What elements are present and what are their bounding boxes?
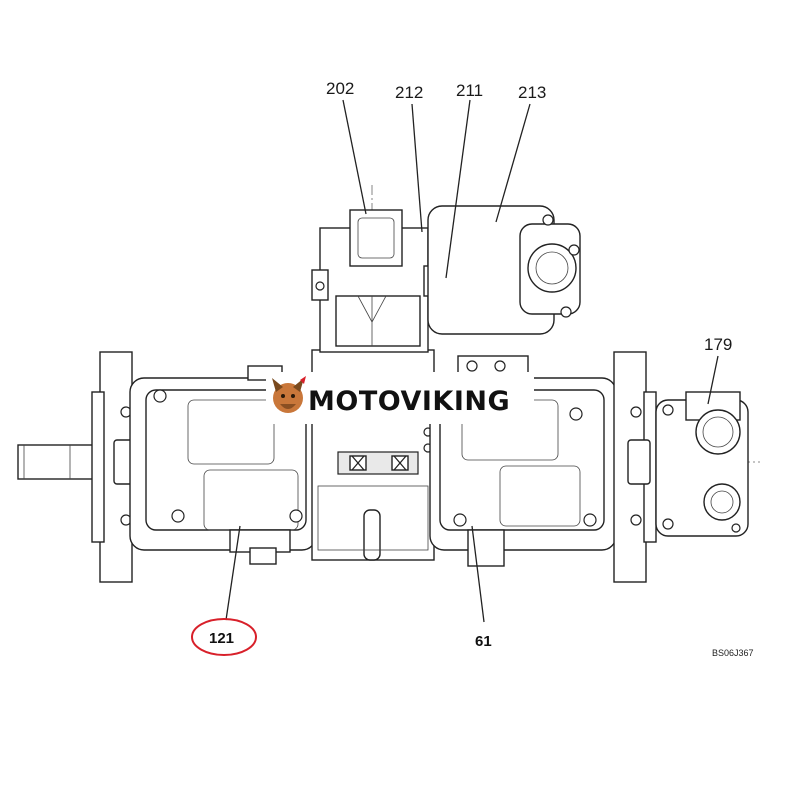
viking-logo-icon (272, 376, 306, 413)
drawing-code: BS06J367 (712, 648, 754, 658)
left-mount-flange (91, 351, 137, 583)
label-61: 61 (475, 633, 492, 650)
right-mount-flange (613, 351, 657, 583)
solenoid-213 (427, 205, 581, 335)
label-211: 211 (456, 81, 483, 100)
leader-lines (225, 99, 719, 623)
label-212: 212 (395, 83, 423, 102)
part-labels: 202 212 211 213 179 121 61 BS06J367 (209, 79, 754, 658)
label-202: 202 (326, 79, 354, 98)
gear-pump-179 (655, 391, 749, 537)
label-121: 121 (209, 630, 234, 647)
watermark-background (266, 372, 534, 424)
highlight-circle (191, 618, 257, 656)
watermark: MOTOVIKING (266, 372, 534, 424)
label-213: 213 (518, 83, 546, 102)
label-179: 179 (704, 335, 732, 354)
watermark-text: MOTOVIKING (308, 386, 510, 417)
